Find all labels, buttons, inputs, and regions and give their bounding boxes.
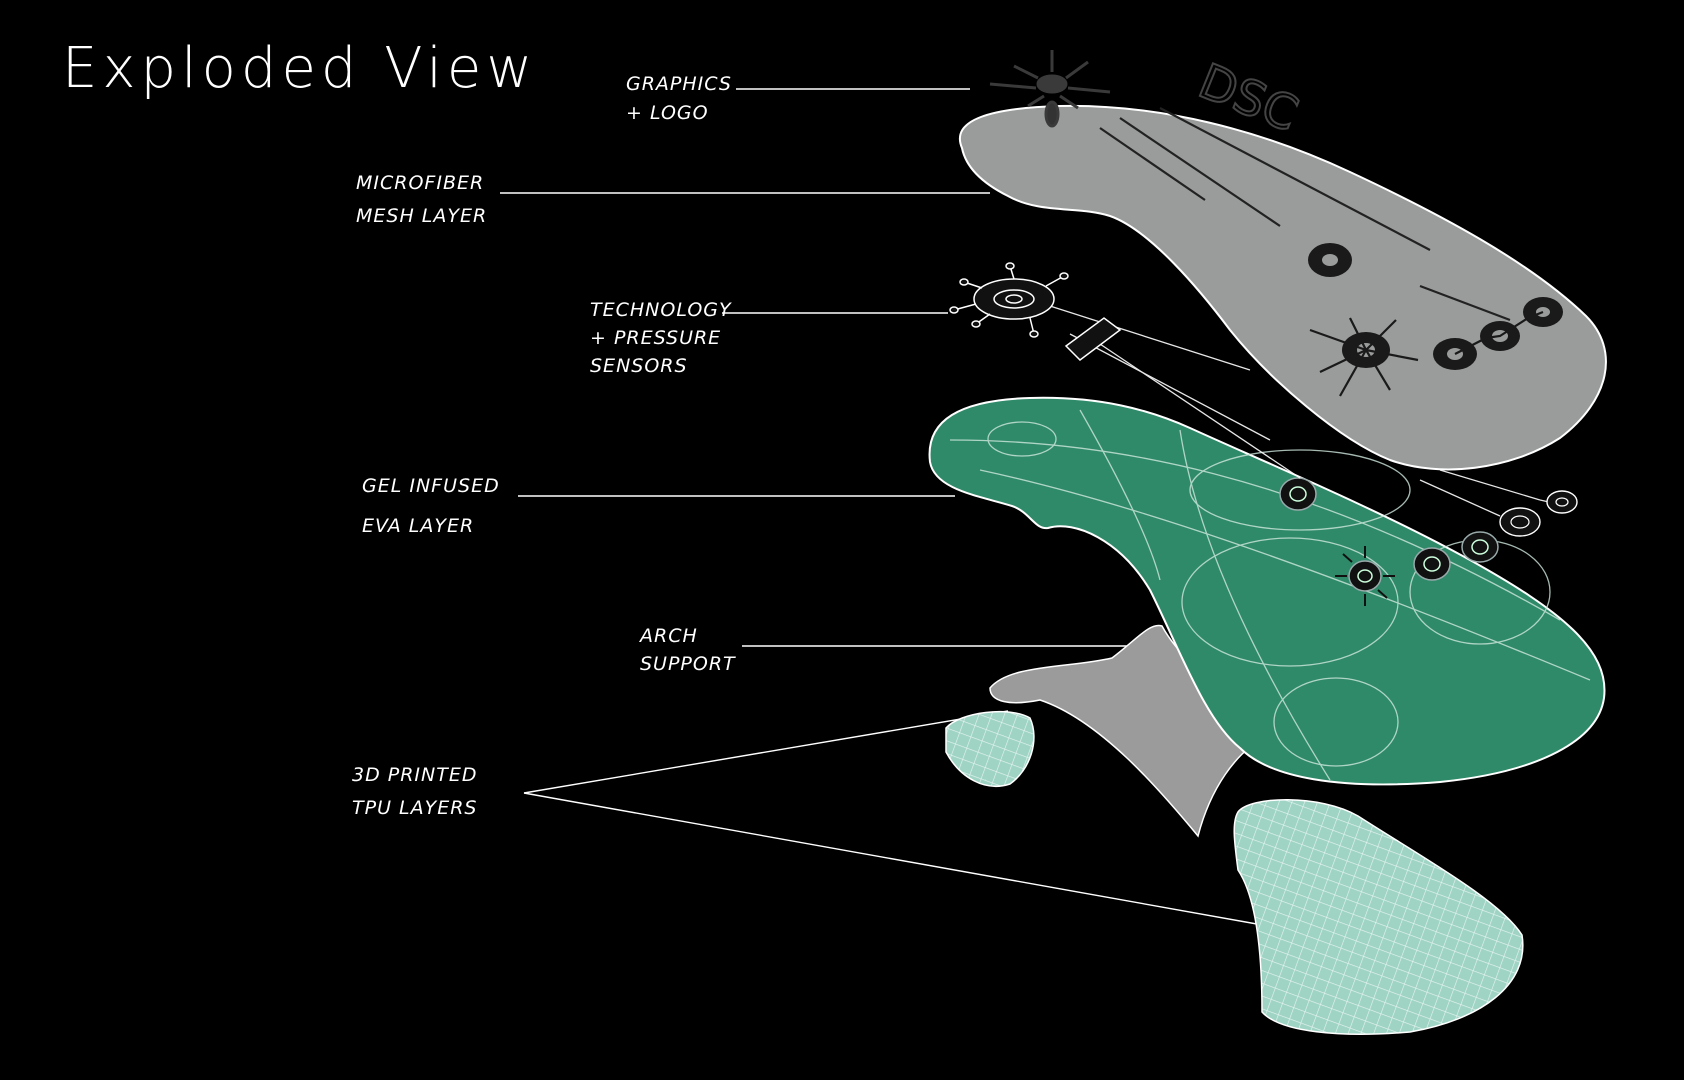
callout-line: SENSORS: [590, 352, 732, 380]
page-title: Exploded View: [62, 36, 537, 101]
callout-line: ARCH: [640, 622, 736, 650]
leader-line-tpu-upper: [524, 711, 1008, 793]
callout-line: + PRESSURE: [590, 324, 732, 352]
callout-line: + LOGO: [626, 99, 732, 128]
callout-line: 3D PRINTED: [352, 759, 477, 792]
callout-arch-support: ARCH SUPPORT: [640, 622, 736, 678]
leader-line-tpu-lower: [524, 793, 1268, 926]
callout-line: GRAPHICS: [626, 70, 732, 99]
callout-tpu-layers: 3D PRINTED TPU LAYERS: [352, 759, 477, 825]
callout-technology-sensors: TECHNOLOGY + PRESSURE SENSORS: [590, 296, 732, 380]
callout-gel-eva: GEL INFUSED EVA LAYER: [362, 466, 500, 546]
tpu-layer-small: [946, 712, 1034, 787]
callout-line: EVA LAYER: [362, 506, 500, 546]
callout-line: TPU LAYERS: [352, 792, 477, 825]
callout-graphics-logo: GRAPHICS + LOGO: [626, 70, 732, 128]
callout-line: SUPPORT: [640, 650, 736, 678]
tpu-layer-large: [1234, 800, 1523, 1034]
callout-microfiber-mesh: MICROFIBER MESH LAYER: [356, 167, 487, 233]
callout-line: MICROFIBER: [356, 167, 487, 200]
callout-line: TECHNOLOGY: [590, 296, 732, 324]
callout-line: MESH LAYER: [356, 200, 487, 233]
callout-line: GEL INFUSED: [362, 466, 500, 506]
